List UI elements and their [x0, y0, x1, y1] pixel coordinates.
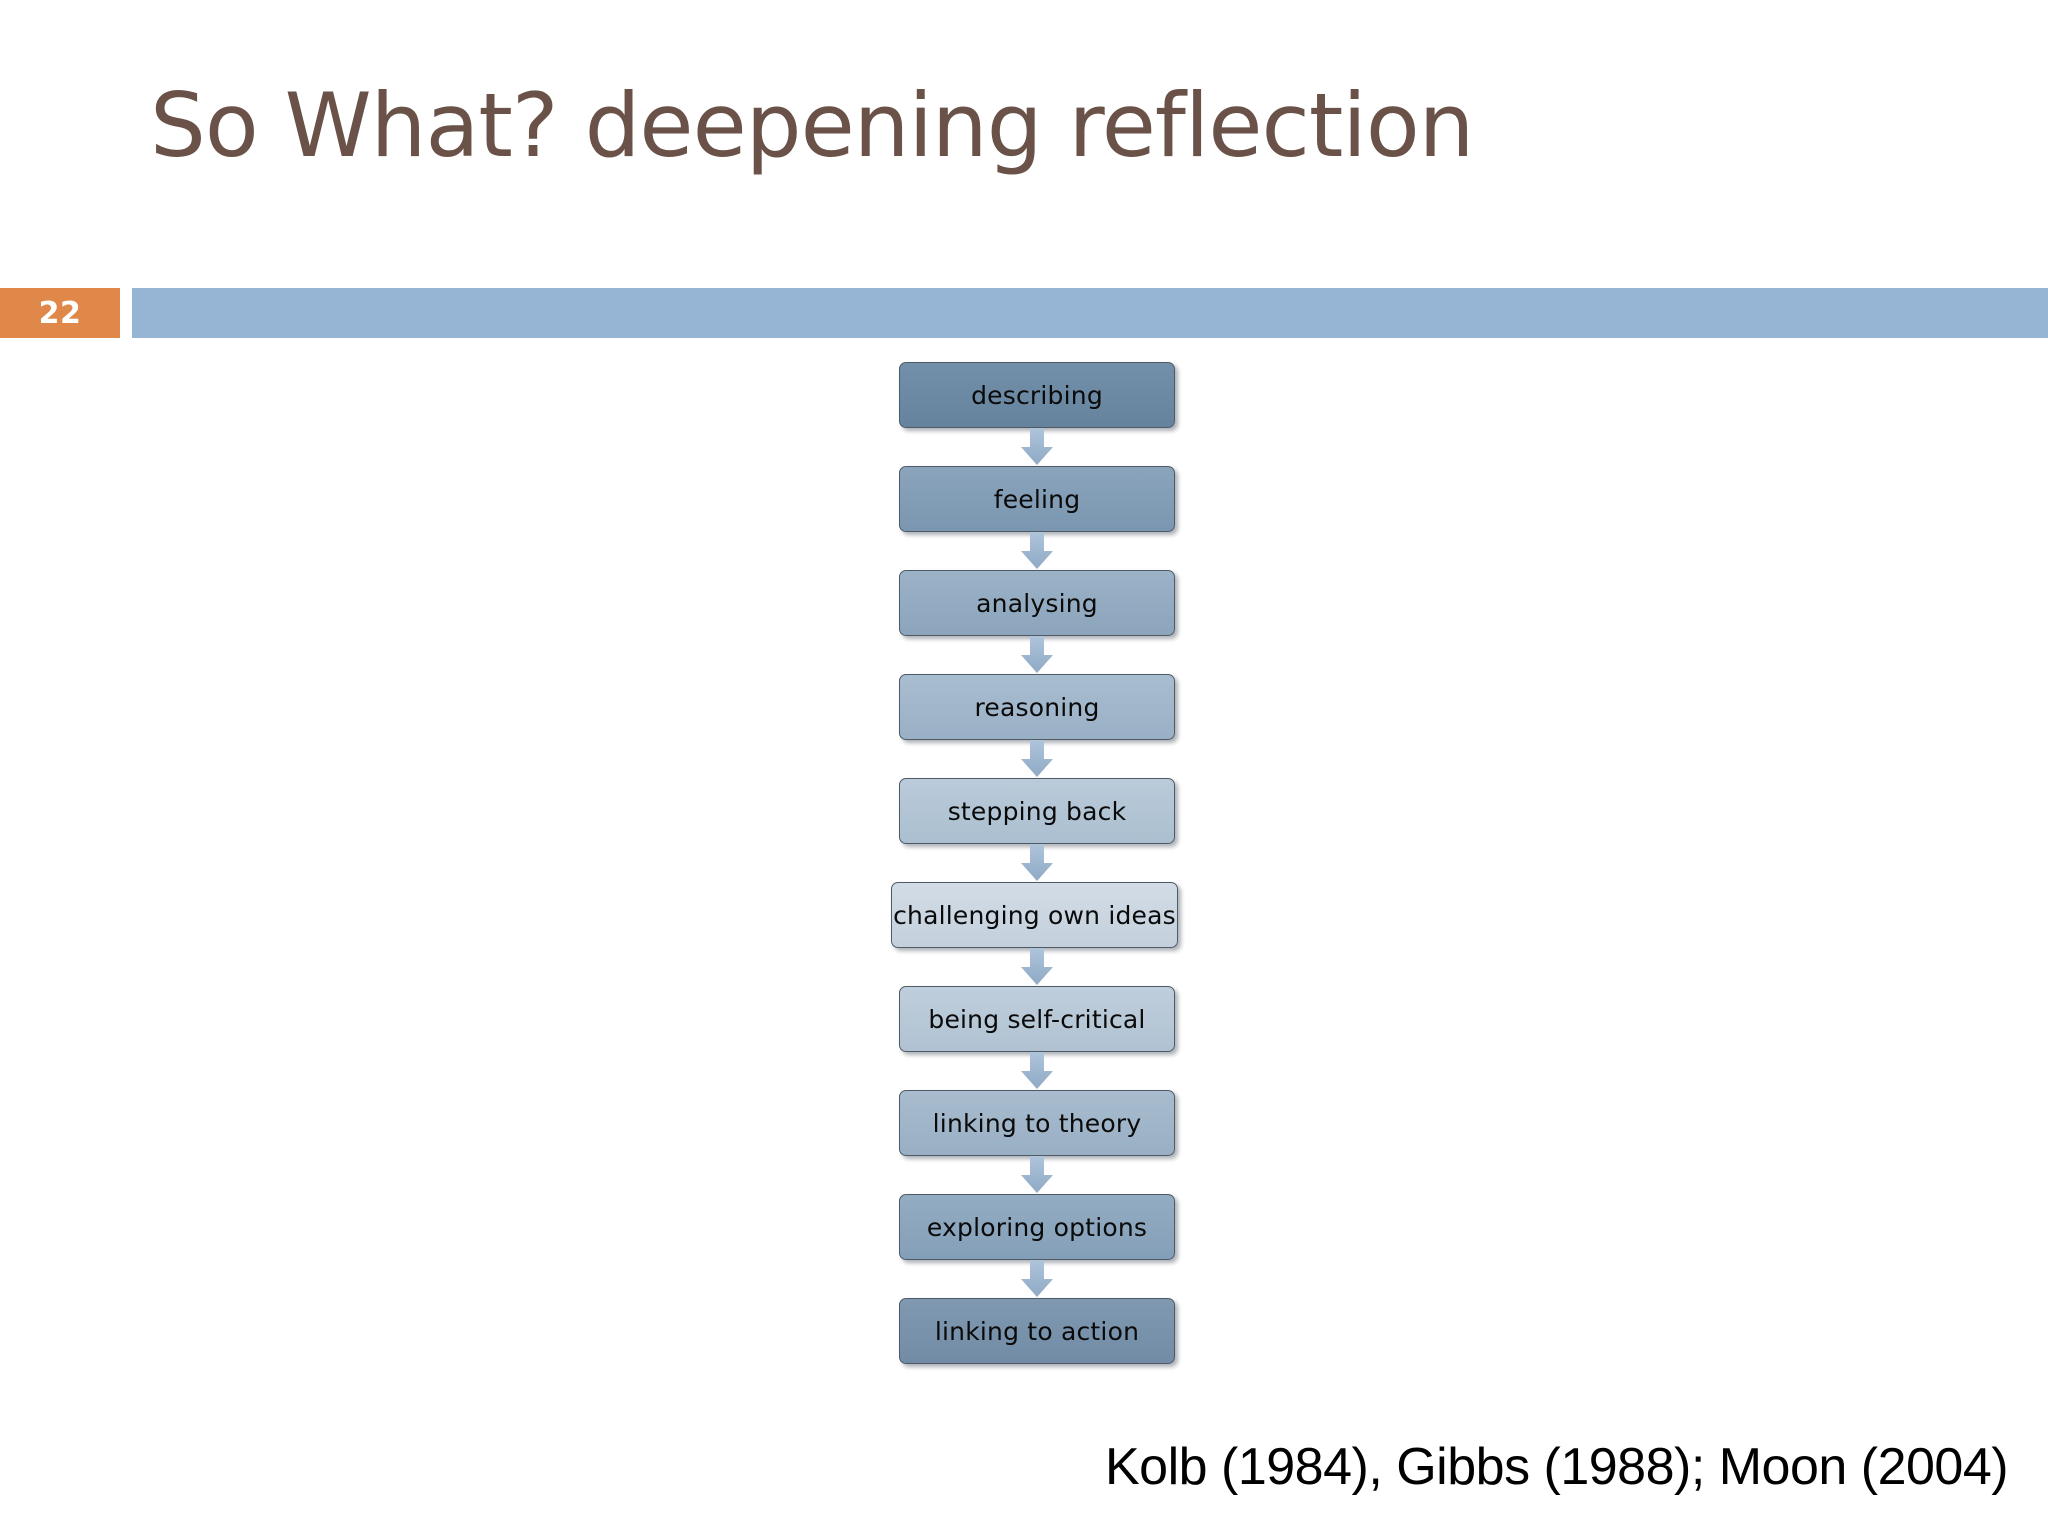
page-title: So What? deepening reflection [150, 74, 1474, 177]
flow-connector-arrow-icon [1020, 1156, 1054, 1194]
flow-step: linking to action [897, 1298, 1177, 1364]
flow-step-box[interactable]: feeling [899, 466, 1175, 532]
flow-step: exploring options [897, 1194, 1177, 1260]
flow-connector-arrow-icon [1020, 1260, 1054, 1298]
flow-step-box[interactable]: describing [899, 362, 1175, 428]
flow-step-label: exploring options [926, 1212, 1148, 1242]
flow-step-box[interactable]: analysing [899, 570, 1175, 636]
flow-step-box[interactable]: stepping back [899, 778, 1175, 844]
flow-step-box[interactable]: reasoning [899, 674, 1175, 740]
flow-connector-arrow-icon [1020, 636, 1054, 674]
flow-step-box[interactable]: linking to action [899, 1298, 1175, 1364]
flow-step-label: linking to action [934, 1316, 1140, 1346]
flow-step-box[interactable]: exploring options [899, 1194, 1175, 1260]
reflection-flowchart: describing feeling analysing reasoning stepp… [891, 362, 1178, 1364]
flow-step-label: analysing [976, 588, 1098, 618]
flow-step-box[interactable]: linking to theory [899, 1090, 1175, 1156]
flow-step-box[interactable]: challenging own ideas [891, 882, 1178, 948]
flow-step-label: challenging own ideas [893, 900, 1176, 930]
page-number-badge: 22 [0, 288, 120, 338]
flow-connector-arrow-icon [1020, 948, 1054, 986]
flow-step: analysing [897, 570, 1177, 636]
flow-step-label: stepping back [947, 796, 1127, 826]
flow-connector-arrow-icon [1020, 1052, 1054, 1090]
flow-step-label: reasoning [974, 692, 1100, 722]
flow-step: being self-critical [897, 986, 1177, 1052]
flow-step-label: being self-critical [928, 1004, 1146, 1034]
flow-connector-arrow-icon [1020, 740, 1054, 778]
flow-step-label: describing [971, 380, 1103, 410]
flow-step: reasoning [897, 674, 1177, 740]
flow-step-box[interactable]: being self-critical [899, 986, 1175, 1052]
flow-step: challenging own ideas [891, 882, 1178, 948]
flow-step: describing [897, 362, 1177, 428]
flow-step: feeling [897, 466, 1177, 532]
flow-step: stepping back [897, 778, 1177, 844]
flow-connector-arrow-icon [1020, 532, 1054, 570]
flow-step: linking to theory [897, 1090, 1177, 1156]
flow-connector-arrow-icon [1020, 844, 1054, 882]
citation-text: Kolb (1984), Gibbs (1988); Moon (2004) [1105, 1438, 2009, 1496]
header-divider-bar [132, 288, 2048, 338]
flow-step-label: feeling [993, 484, 1081, 514]
flow-connector-arrow-icon [1020, 428, 1054, 466]
flow-step-label: linking to theory [932, 1108, 1142, 1138]
